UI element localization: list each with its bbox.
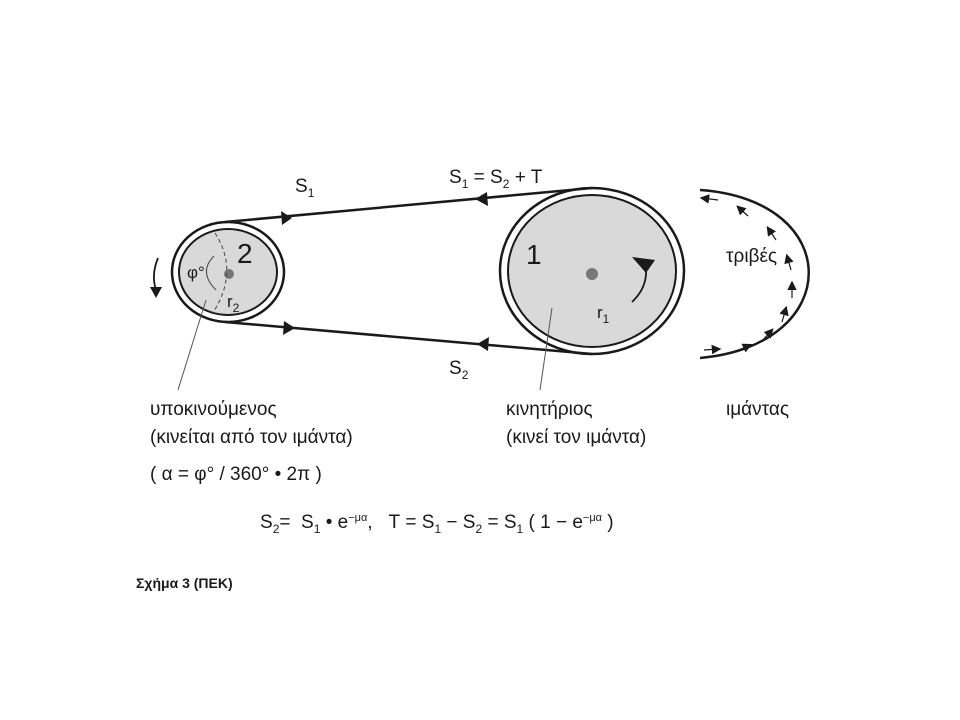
driven-rotation-arrowhead — [150, 287, 162, 298]
top-span-arrow-left — [281, 211, 292, 225]
driven-hub — [224, 269, 234, 279]
bottom-span-label: S2 — [449, 358, 469, 382]
driven-rotation-arrow — [153, 257, 159, 291]
driver-desc-line1: κινητήριος — [506, 399, 593, 420]
belt-detail-arc — [699, 188, 810, 360]
wrap-angle-line — [211, 232, 228, 315]
top-span-label: S1 — [295, 176, 315, 200]
bottom-span-arrow-left — [283, 321, 295, 335]
angle-formula: ( α = φ° / 360° • 2π ) — [150, 464, 322, 485]
driven-leader-line — [177, 299, 207, 391]
friction-label: τριβές — [726, 246, 778, 267]
driver-radius-label: r1 — [597, 303, 610, 326]
driven-pulley-number: 2 — [237, 238, 253, 269]
belt-tension-formula: S2= S1 • e−μα, T = S1 − S2 = S1 ( 1 − e−… — [260, 512, 614, 536]
driven-radius-label: r2 — [227, 292, 240, 315]
friction-arrows — [699, 194, 797, 355]
driver-rotation-arrowhead — [632, 257, 655, 273]
wrap-angle-label: φ° — [187, 263, 205, 282]
bottom-span-arrow-right — [477, 337, 489, 351]
driven-desc-line2: (κινείται από τον ιμάντα) — [150, 427, 353, 448]
driver-pulley-number: 1 — [526, 239, 542, 270]
wrap-angle-arc — [206, 255, 217, 291]
driver-desc-line2: (κινεί τον ιμάντα) — [506, 427, 647, 448]
figure-caption: Σχήμα 3 (ΠΕΚ) — [136, 575, 233, 591]
top-span-arrow-right — [475, 192, 488, 206]
driver-leader-line — [539, 307, 553, 391]
driver-hub — [586, 268, 598, 280]
top-span-equation: S1 = S2 + T — [449, 167, 543, 191]
driven-desc-line1: υποκινούμενος — [150, 399, 277, 420]
belt-label: ιμάντας — [726, 399, 790, 420]
